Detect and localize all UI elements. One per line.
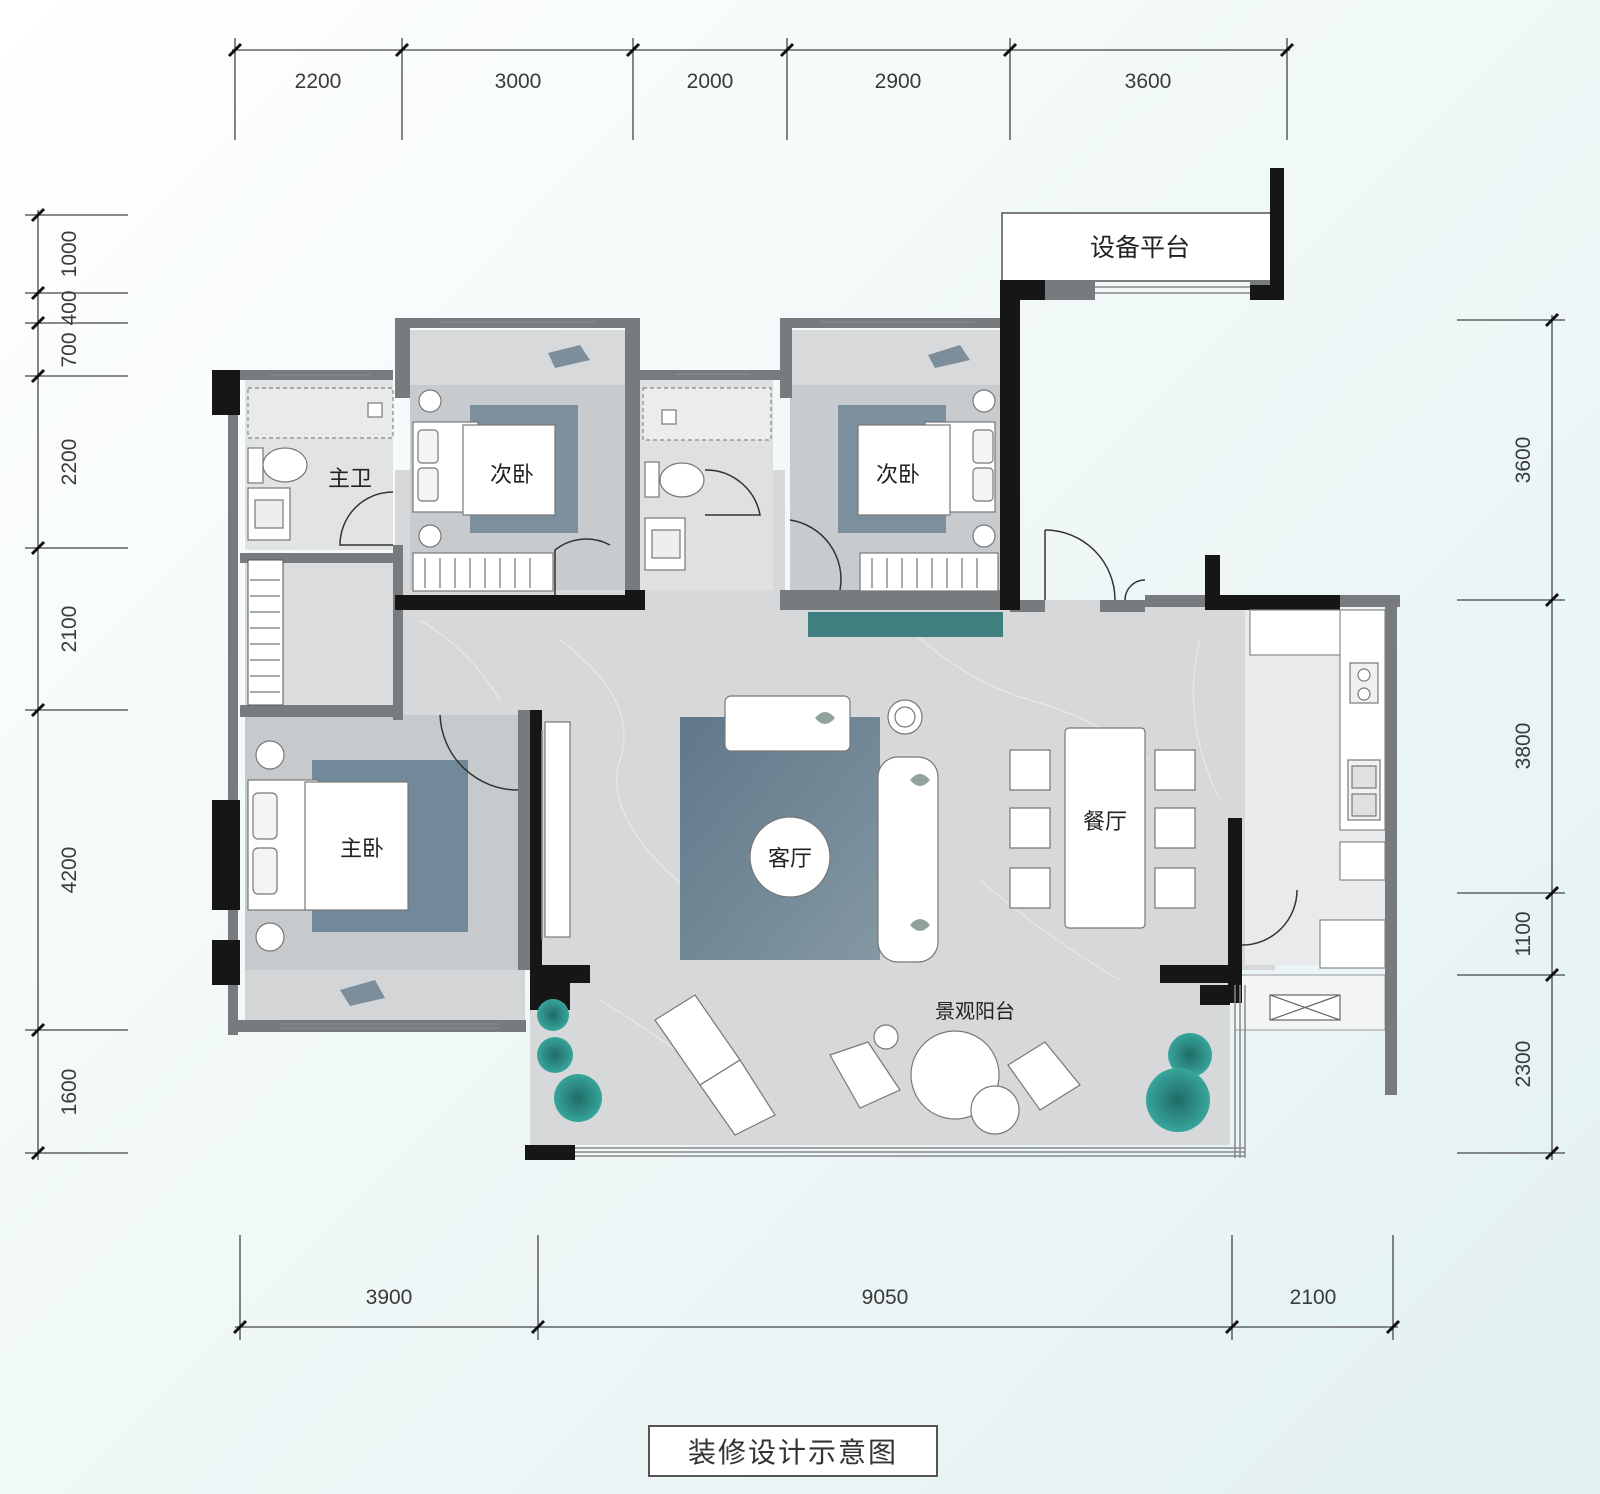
bed-2 [857,424,951,516]
dim-right-1: 3600 [1512,437,1535,484]
dim-bottom-1: 3900 [366,1286,413,1309]
sofa-top [724,695,851,752]
label-master-bedroom: 主卧 [340,837,384,862]
dimension-labels: 2200 3000 2000 2900 3600 3900 9050 2100 … [58,70,1535,1309]
dim-right-4: 2300 [1512,1041,1535,1088]
label-equipment-platform: 设备平台 [1090,233,1190,262]
dim-right-3: 1100 [1512,911,1535,956]
furniture [247,345,1386,1136]
master-window-floor [245,970,525,1020]
balcony-table-set [829,1024,1081,1135]
toilet [262,447,308,483]
label-bedroom-2: 次卧 [876,463,920,488]
dim-left-7: 1600 [58,1069,81,1116]
teal-cabinet [808,612,1003,637]
label-master-bath: 主卫 [328,467,372,492]
dim-top-1: 2200 [295,70,342,93]
bed-1 [462,424,556,516]
dim-top-2: 3000 [495,70,542,93]
caption-box: 装修设计示意图 [648,1425,938,1477]
dim-top-5: 3600 [1125,70,1172,93]
dimension-lines [25,38,1565,1340]
dim-left-2: 400 [58,290,81,325]
wardrobe-master [247,559,284,706]
wardrobe-1 [412,552,554,592]
dim-bottom-3: 2100 [1290,1286,1337,1309]
label-living-room: 客厅 [768,847,812,872]
plants [537,999,1212,1132]
tv-cabinet [544,721,571,938]
walls [212,168,1400,1160]
dimension-ticks [30,42,1560,1335]
coffee-table [749,816,831,898]
dim-left-6: 4200 [58,847,81,894]
dim-left-3: 700 [58,332,81,367]
sofa-side [877,756,939,963]
label-balcony: 景观阳台 [935,999,1015,1023]
floor-areas [245,212,1386,1145]
dining-table [1064,727,1146,929]
lounge-chairs [654,994,776,1136]
dim-right-2: 3800 [1512,723,1535,770]
dim-top-4: 2900 [875,70,922,93]
dim-bottom-2: 9050 [862,1286,909,1309]
dim-left-5: 2100 [58,606,81,653]
dim-top-3: 2000 [687,70,734,93]
label-dining-room: 餐厅 [1083,810,1127,835]
dim-left-4: 2200 [58,439,81,486]
dim-left-1: 1000 [58,231,81,278]
label-bedroom-1: 次卧 [490,463,534,488]
master-bed [304,781,409,911]
wardrobe-2 [859,552,999,592]
room-labels: 设备平台 主卫 次卧 次卧 主卧 客厅 餐厅 景观阳台 [328,233,1190,1023]
